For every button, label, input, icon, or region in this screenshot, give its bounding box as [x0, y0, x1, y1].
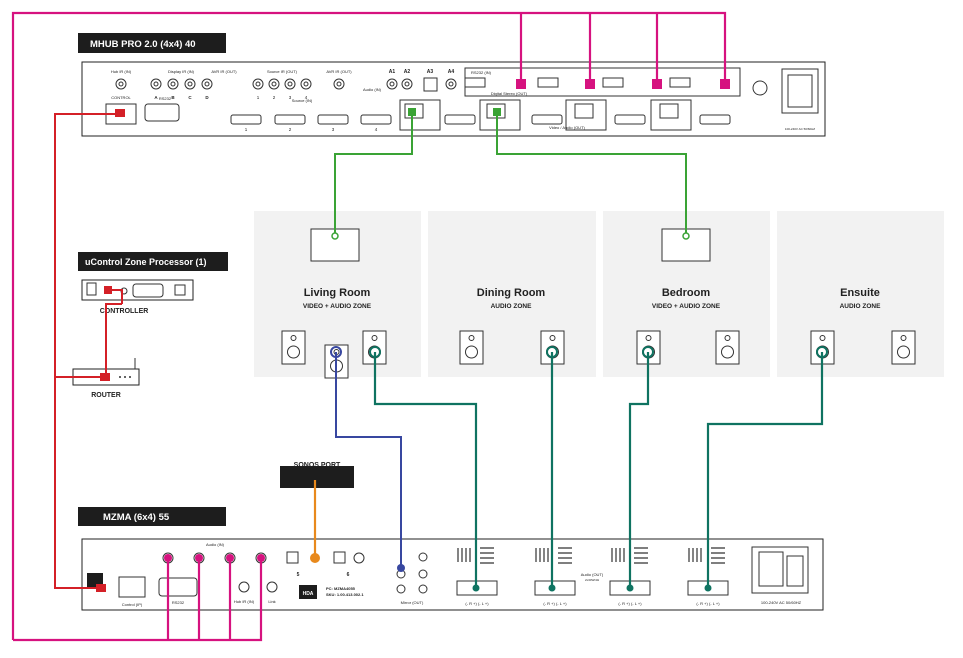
port5-label: 5 [297, 572, 300, 578]
audio-in-label: Audio (IN) [363, 87, 382, 92]
rs232-port [144, 103, 180, 122]
ucontrol-zone-processor: uControl Zone Processor (1) CONTROLLER [78, 252, 228, 315]
source-num: 2 [289, 127, 292, 132]
hub-ir-label: Hub IR (IN) [111, 69, 132, 74]
room-name: Ensuite [840, 287, 880, 299]
port6-label: 6 [347, 572, 350, 578]
mzma-device: MZMA (6x4) 55 Control (IP) RS232 Audio (… [78, 507, 824, 611]
audio-port-label: A4 [448, 69, 455, 75]
hda-logo: HDA [303, 591, 314, 597]
video-audio-out-label: Video / Audio (OUT) [549, 125, 585, 130]
sku-label: SKU: 1.00.413.002.1 [326, 592, 364, 597]
source-num: 3 [332, 127, 335, 132]
blue-cable [335, 352, 402, 568]
rs232-label: RS232 [172, 600, 185, 605]
source-num: 4 [375, 127, 378, 132]
audio-in-label: Audio (IN) [206, 542, 225, 547]
speaker-terminals-label: (- R +) (- L +) [543, 601, 567, 606]
speaker-terminals-label: (- R +) (- L +) [465, 601, 489, 606]
room-zone: AUDIO ZONE [840, 303, 881, 310]
magenta-plugs [164, 79, 730, 562]
device-label: ROUTER [91, 392, 121, 399]
speaker-terminals-label: (- R +) (- L +) [618, 601, 642, 606]
device-title: MHUB PRO 2.0 (4x4) 40 [90, 39, 196, 50]
speaker-icon [715, 330, 740, 365]
mhub-pro-device: MHUB PRO 2.0 (4x4) 40 Hub IR (IN) Displa… [78, 33, 826, 137]
device-label: CONTROLLER [100, 308, 149, 315]
source-ir-num: 1 [257, 95, 260, 100]
room-name: Living Room [304, 287, 371, 299]
source-ir-num: 4 [305, 95, 308, 100]
source-ir-label: Source IR (OUT) [267, 69, 298, 74]
power-label: 100-240V AC 50/60HZ [761, 600, 802, 605]
room-zone: VIDEO + AUDIO ZONE [652, 303, 721, 310]
source-in-label: Source (IN) [292, 98, 313, 103]
audio-port-label: A2 [404, 69, 411, 75]
speaker-icon [281, 330, 306, 365]
device-title: MZMA (6x4) 55 [103, 512, 170, 523]
digital-stereo-label: Digital Stereo (OUT) [491, 91, 528, 96]
audio-port-label: A1 [389, 69, 396, 75]
room-dining-room: Dining Room AUDIO ZONE [428, 211, 596, 377]
ir-letter: B [171, 95, 175, 100]
green-cables [334, 112, 687, 236]
magenta-cables [11, 11, 727, 642]
room-name: Dining Room [477, 287, 546, 299]
control-label: CONTROL [111, 95, 131, 100]
audio-out-sub-label: 2x30W/4Ω [585, 578, 600, 582]
audio-out-label: Audio (OUT) [581, 572, 604, 577]
room-name: Bedroom [662, 287, 711, 299]
hub-ir-label: Hub IR (IN) [234, 599, 255, 604]
red-plugs [96, 109, 125, 592]
source-ir-num: 3 [289, 95, 292, 100]
speaker-icon [891, 330, 916, 365]
pc-label: PC: MZMA4055 [326, 586, 356, 591]
link-label: Link [268, 599, 275, 604]
avr-ir-label-1: AVR IR (OUT) [211, 69, 237, 74]
audio-port-label: A3 [427, 69, 434, 75]
avr-ir-label-2: AVR IR (OUT) [326, 69, 352, 74]
speaker-icon [459, 330, 484, 365]
ir-letter: A [154, 95, 158, 100]
mirror-out-label: Mirror (OUT) [401, 600, 424, 605]
control-label: Control (IP) [122, 602, 143, 607]
display-ir-label: Display IR (IN) [168, 69, 195, 74]
source-num: 1 [245, 127, 248, 132]
ir-letter: C [188, 95, 192, 100]
device-label: SONOS PORT [294, 462, 341, 469]
ir-letter: D [205, 95, 209, 100]
red-cables [54, 113, 123, 589]
room-ensuite: Ensuite AUDIO ZONE [777, 211, 944, 377]
source-ir-num: 2 [273, 95, 276, 100]
teal-plugs [472, 584, 712, 592]
power-label: 100-240V AC 50/60HZ [785, 127, 815, 131]
rs232-in-label: RS232 (IN) [471, 70, 492, 75]
teal-cables [373, 352, 824, 588]
room-zone: VIDEO + AUDIO ZONE [303, 303, 372, 310]
device-title: uControl Zone Processor (1) [85, 257, 207, 267]
sonos-port: SONOS PORT [280, 462, 354, 488]
rs232-label: RS232 [159, 96, 172, 101]
speaker-terminals-label: (- R +) (- L +) [696, 601, 720, 606]
room-zone: AUDIO ZONE [491, 303, 532, 310]
